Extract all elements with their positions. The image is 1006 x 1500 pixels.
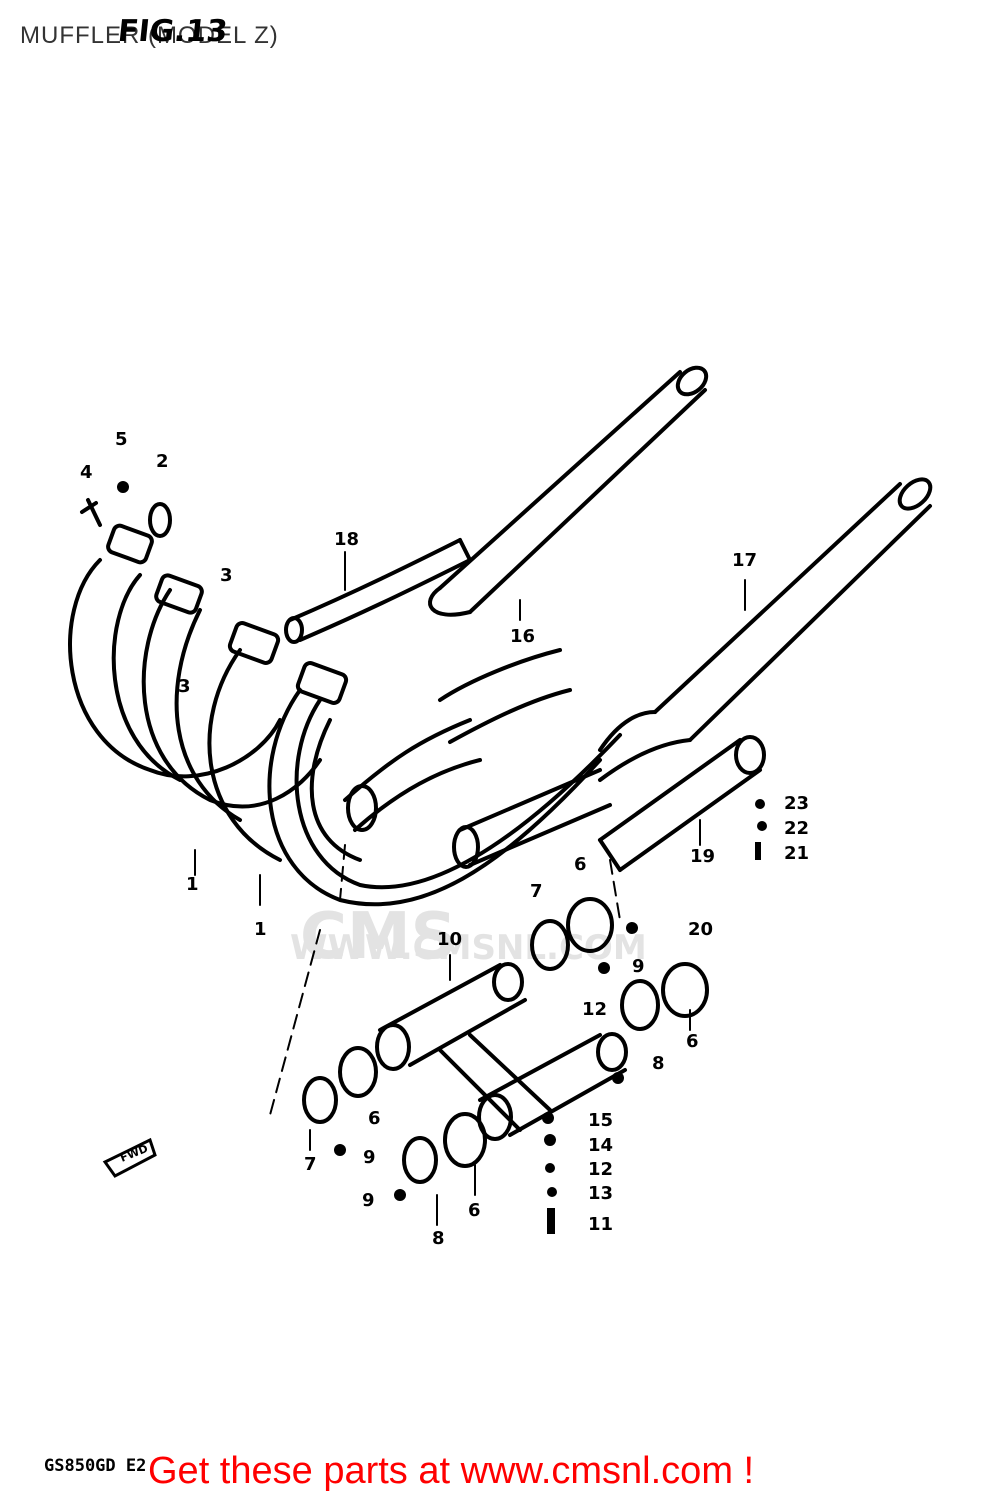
lower-muffler [598,477,933,782]
exhaust-flanges [80,498,349,705]
callout-9: 9 [632,956,645,977]
crossover-pipe [284,538,472,644]
callout-8: 8 [652,1053,665,1074]
callout-7b: 7 [304,1154,317,1175]
callout-4: 4 [80,462,93,483]
callout-23: 23 [784,793,809,814]
callout-13: 13 [588,1183,613,1204]
callout-21: 21 [784,843,809,864]
callout-1b: 1 [254,919,267,940]
callout-numbers: 5 2 4 3 3 18 16 17 1 1 7 6 10 9 12 8 6 6… [80,429,809,1249]
callout-19: 19 [690,846,715,867]
reference-lines [269,844,621,1116]
callout-10: 10 [437,929,462,950]
leader-lines [194,551,746,1226]
callout-3: 3 [220,565,233,586]
upper-muffler [428,365,709,617]
hardware-parts [117,481,767,1234]
callout-22: 22 [784,818,809,839]
page-title: MUFFLER (MODEL Z) [20,22,279,49]
callout-3b: 3 [178,676,191,697]
callout-17: 17 [732,550,757,571]
exhaust-header-pipes [68,558,622,907]
watermark-brand: CMS [300,900,457,974]
callout-12b: 12 [588,1159,613,1180]
callout-5: 5 [115,429,128,450]
callout-1: 1 [186,874,199,895]
callout-18: 18 [334,529,359,550]
fwd-arrow-icon: FWD [102,1137,157,1178]
watermark-site: WWW.CMSNL.COM [290,928,647,968]
callout-7: 7 [530,881,543,902]
callout-9c: 9 [362,1190,375,1211]
heat-shield [598,735,766,872]
callout-6: 6 [574,854,587,875]
model-code: GS850GD E2 [44,1456,147,1476]
clamps-and-rings [302,897,709,1184]
callout-2: 2 [156,451,169,472]
callout-9b: 9 [363,1147,376,1168]
callout-12: 12 [582,999,607,1020]
callout-14: 14 [588,1135,613,1156]
callout-6c: 6 [368,1108,381,1129]
connector-pipe-assembly [375,962,628,1141]
callout-15: 15 [588,1110,613,1131]
callout-6d: 6 [468,1200,481,1221]
callout-8b: 8 [432,1228,445,1249]
collector-junction [343,648,612,869]
callout-20: 20 [688,919,713,940]
promo-link[interactable]: Get these parts at www.cmsnl.com ! [148,1450,755,1492]
callout-16: 16 [510,626,535,647]
callout-6b: 6 [686,1031,699,1052]
callout-11: 11 [588,1214,613,1235]
